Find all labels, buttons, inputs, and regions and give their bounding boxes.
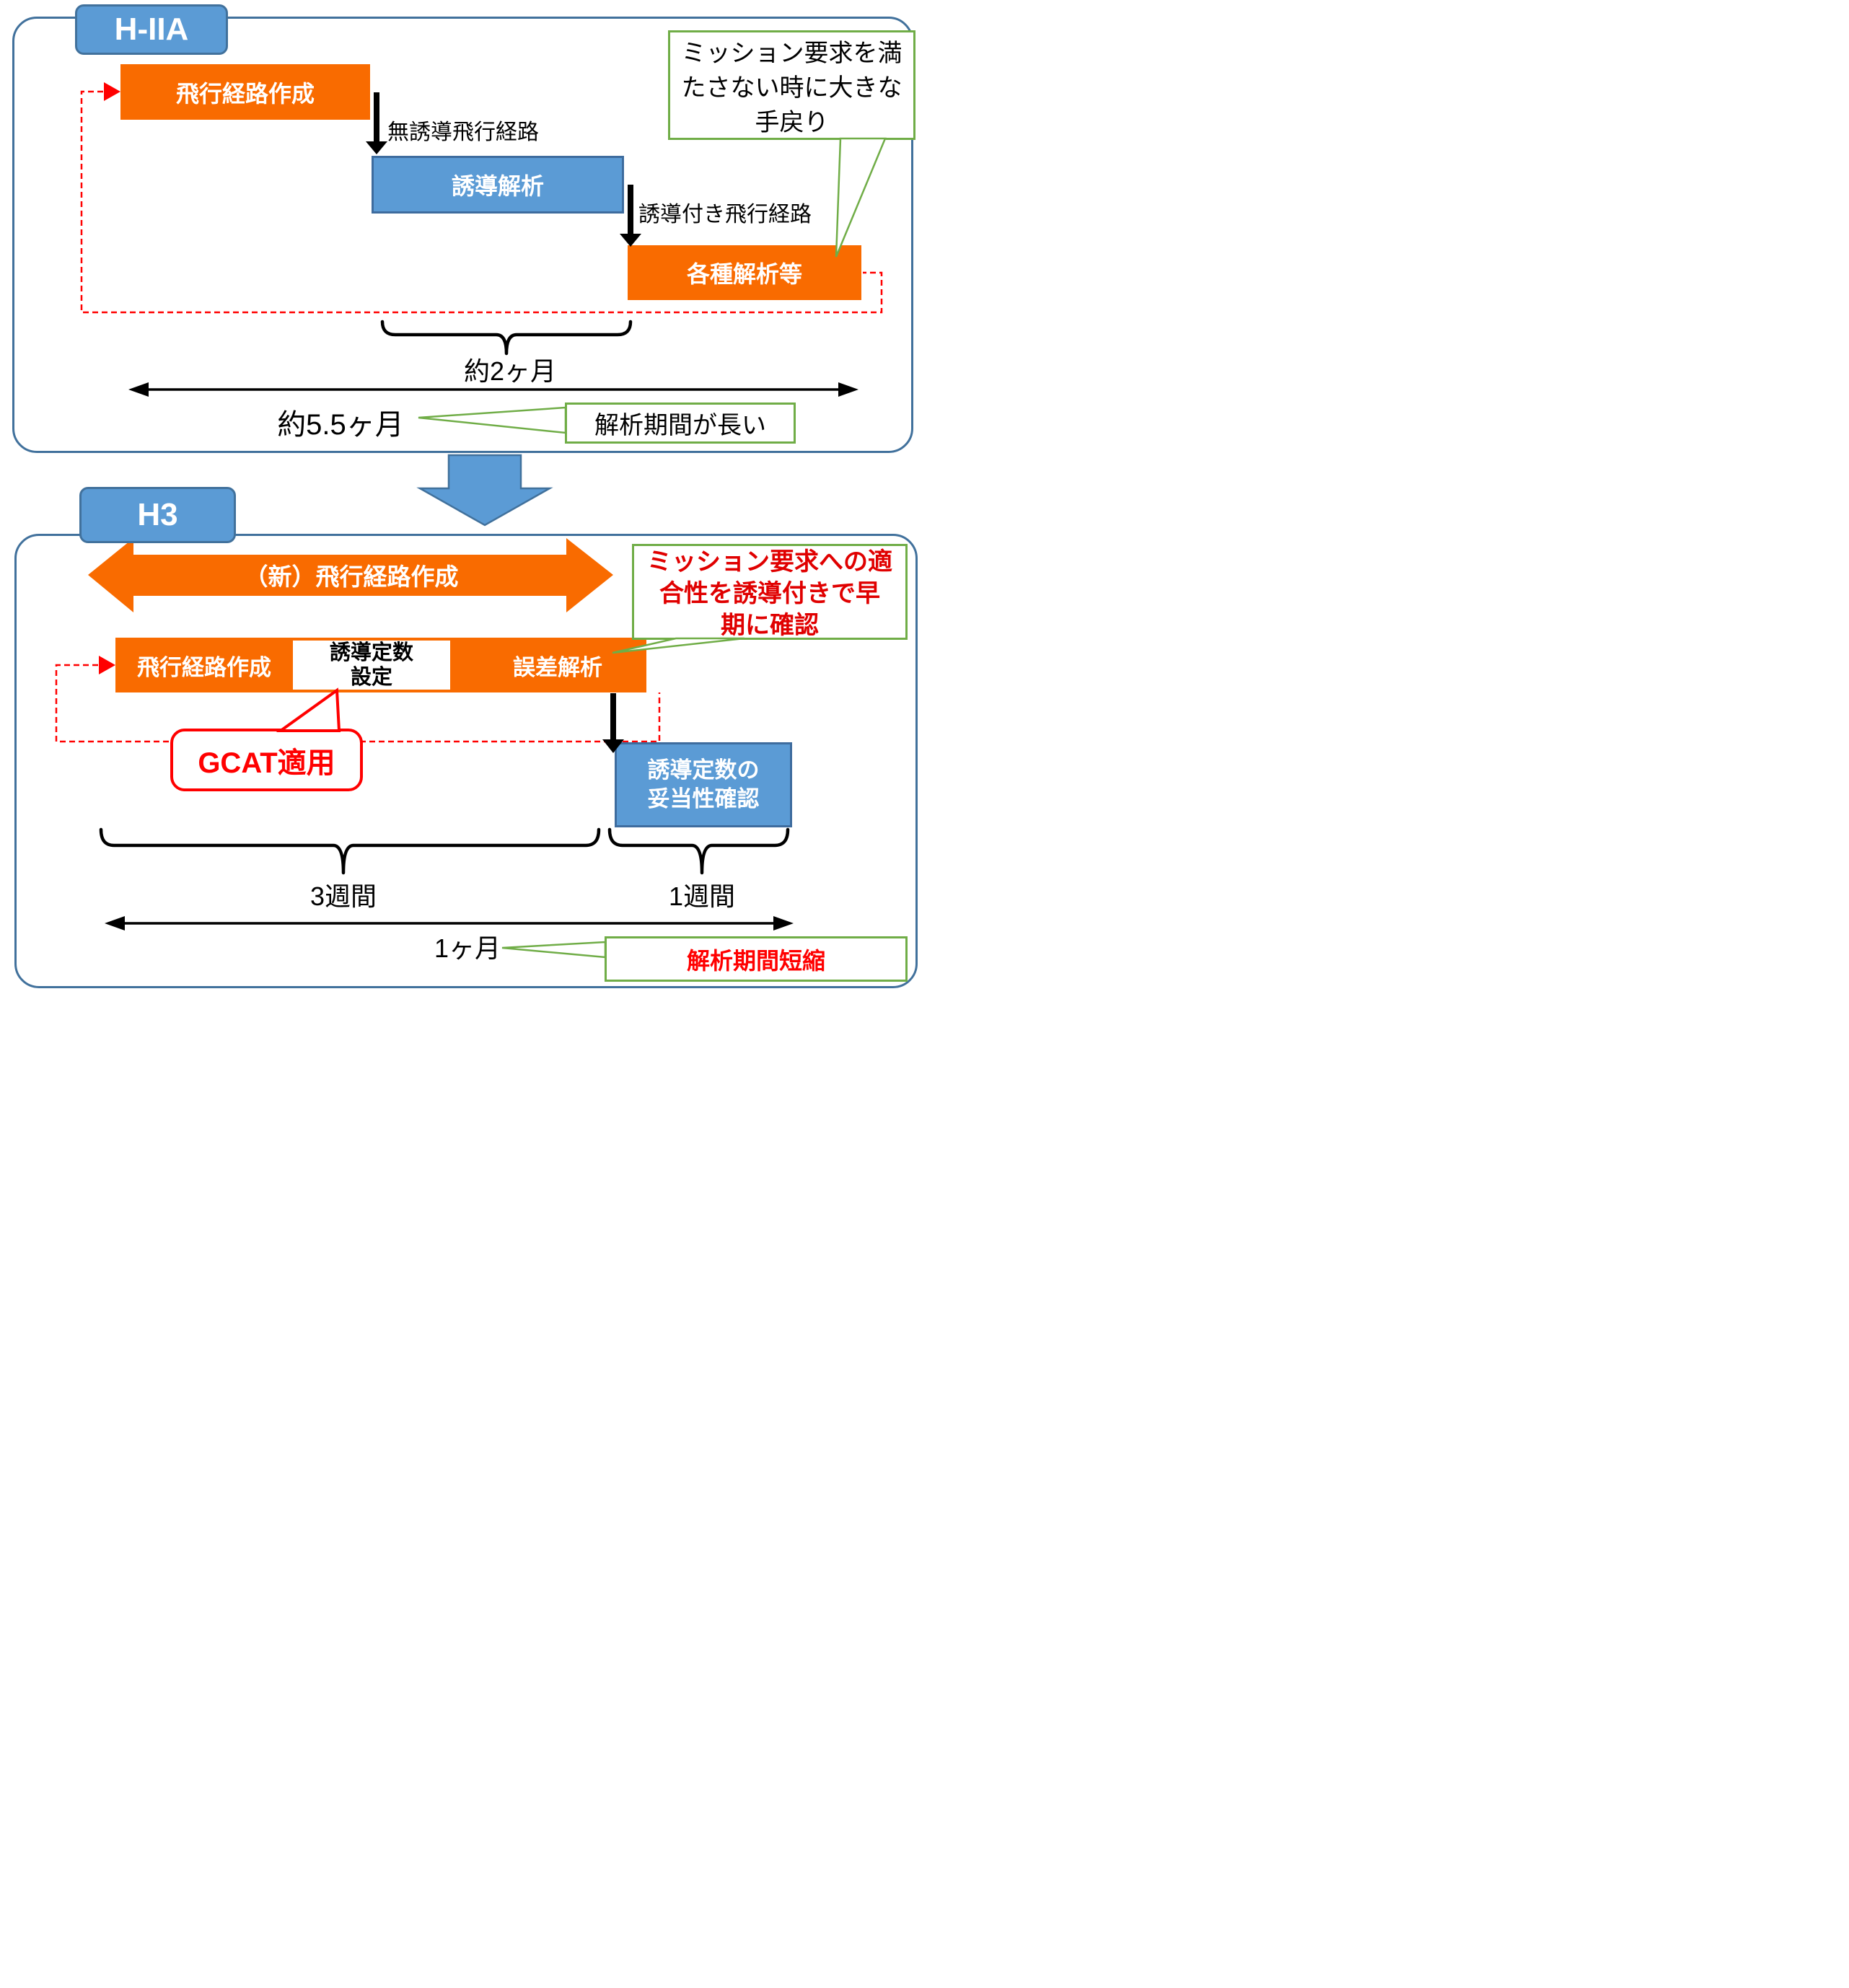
h2a-guided-path-label: 誘導付き飛行経路	[638, 203, 812, 226]
transition-down-arrow-icon	[416, 454, 553, 527]
h2a-rework-callout: ミッション要求を満 たさない時に大きな 手戻り	[668, 30, 915, 140]
h3-validity-box: 誘導定数の 妥当性確認	[615, 742, 792, 827]
h3-early-confirm-callout: ミッション要求への適 合性を誘導付きで早 期に確認	[632, 544, 908, 640]
h2a-long-period-callout: 解析期間が長い	[565, 403, 796, 444]
h3-duration-3-weeks: 3週間	[309, 881, 377, 911]
h3-duration-total: 1ヶ月	[434, 933, 501, 963]
callout-line: たさない時に大きな	[681, 74, 902, 102]
callout-line: ミッション要求への適	[647, 548, 892, 576]
callout-line: 合性を誘導付きで早	[659, 580, 880, 607]
h2a-flight-path-box: 飛行経路作成	[120, 64, 370, 120]
h3-guidance-constant-box: 誘導定数 設定	[293, 641, 450, 690]
callout-line: 期に確認	[721, 612, 819, 639]
h3-duration-1-week: 1週間	[668, 881, 736, 911]
h3-section-container	[14, 534, 918, 988]
h3-error-analysis-box: 誤差解析	[513, 654, 602, 680]
box-line: 誘導定数の	[647, 757, 760, 783]
h2a-section-tag: H-IIA	[75, 4, 228, 55]
callout-line: 手戻り	[755, 109, 829, 136]
h2a-various-analysis-box: 各種解析等	[628, 245, 861, 300]
h2a-unguided-path-label: 無誘導飛行経路	[387, 120, 539, 144]
box-line: 妥当性確認	[647, 786, 760, 812]
diagram-page: H-IIA 飛行経路作成 無誘導飛行経路 誘導解析 誘導付き飛行経路 各種解析等…	[0, 0, 925, 994]
h3-new-flight-path-label: （新）飛行経路作成	[244, 563, 459, 590]
callout-line: ミッション要求を満	[681, 40, 902, 67]
box-line: 誘導定数	[329, 641, 413, 664]
h3-shortened-callout: 解析期間短縮	[605, 936, 908, 982]
h2a-section-container	[12, 17, 913, 453]
h3-gcat-callout: GCAT適用	[170, 729, 363, 791]
h3-section-tag: H3	[79, 487, 236, 543]
h2a-duration-2-months: 約2ヶ月	[463, 356, 557, 386]
h2a-duration-total: 約5.5ヶ月	[277, 409, 404, 441]
h3-flight-path-box: 飛行経路作成	[137, 654, 271, 680]
box-line: 設定	[350, 666, 392, 689]
h2a-guidance-analysis-box: 誘導解析	[372, 156, 624, 214]
